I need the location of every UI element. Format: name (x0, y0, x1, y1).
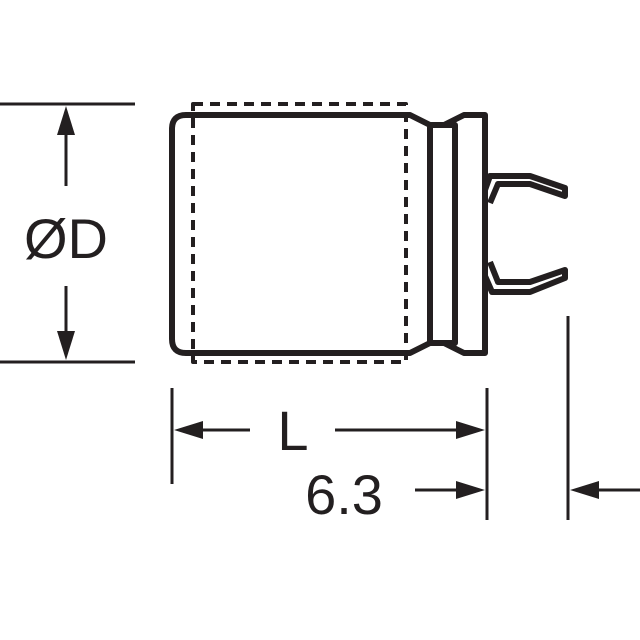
capacitor-base-seal (430, 122, 458, 346)
diameter-label: ØD (24, 207, 108, 270)
capacitor-body (169, 112, 433, 356)
sleeve-dashed-outline (191, 102, 408, 364)
lead-offset-dimension (415, 316, 640, 520)
length-label: L (277, 399, 308, 462)
diameter-dimension (0, 102, 135, 364)
lead-offset-arrow-right (456, 481, 485, 499)
lead-offset-label: 6.3 (305, 463, 383, 526)
lead-lower (482, 260, 568, 295)
lead-upper (482, 173, 568, 205)
length-dimension (170, 388, 489, 520)
diameter-arrow-up (57, 106, 75, 135)
diameter-arrow-down (57, 331, 75, 360)
length-arrow-left (174, 421, 203, 439)
lead-offset-arrow-left (570, 481, 599, 499)
capacitor-base-flange (442, 112, 488, 356)
length-arrow-right (456, 421, 485, 439)
capacitor-outline (169, 102, 568, 364)
